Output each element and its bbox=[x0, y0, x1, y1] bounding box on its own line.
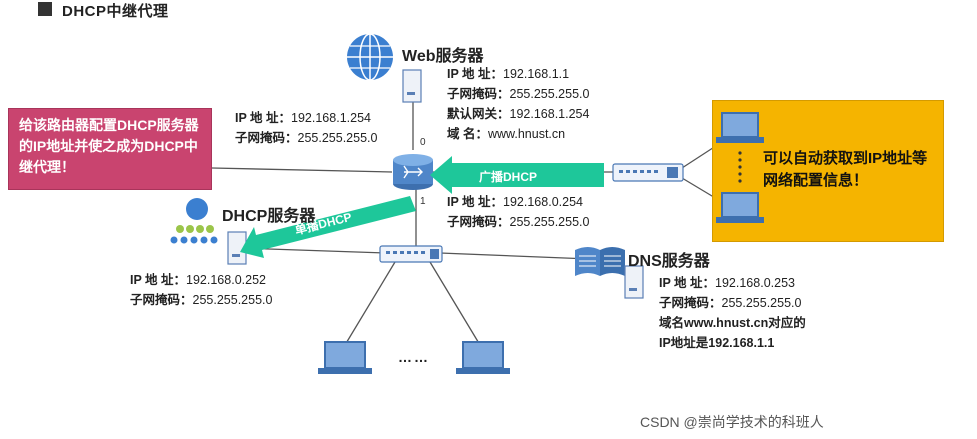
link-switch-host2 bbox=[429, 261, 481, 346]
laptop-icon bbox=[716, 192, 764, 223]
dhcp-server-info: IP 地 址：192.168.0.252 子网掩码：255.255.255.0 bbox=[130, 273, 273, 307]
web-server-info: IP 地 址：192.168.1.1 子网掩码：255.255.255.0 默认… bbox=[447, 67, 590, 141]
globe-icon bbox=[347, 33, 393, 81]
dns-server-name: DNS服务器 bbox=[628, 253, 710, 270]
auto-config-text: 可以自动获取到IP地址等网络配置信息！ bbox=[763, 150, 928, 189]
router-icon bbox=[393, 154, 433, 190]
title-marker bbox=[38, 2, 52, 16]
router-port-1: 1 bbox=[420, 196, 426, 207]
switch-icon bbox=[379, 245, 443, 263]
web-server-icon bbox=[402, 69, 422, 103]
router-port-0: 0 bbox=[420, 137, 426, 148]
page-title: DHCP中继代理 bbox=[62, 3, 169, 20]
dhcp-server-name: DHCP服务器 bbox=[222, 208, 316, 225]
unicast-arrow bbox=[240, 196, 416, 258]
router-port0-info: IP 地 址：192.168.1.254 子网掩码：255.255.255.0 bbox=[235, 111, 378, 145]
broadcast-arrow bbox=[430, 156, 604, 194]
hosts-ellipsis: …… bbox=[398, 349, 430, 365]
web-server-name: Web服务器 bbox=[402, 48, 484, 65]
broadcast-label: 广播DHCP bbox=[479, 170, 538, 184]
dhcp-person-icon bbox=[170, 198, 218, 244]
link-switch-host1 bbox=[344, 261, 396, 346]
router-port1-info: IP 地 址：192.168.0.254 子网掩码：255.255.255.0 bbox=[447, 195, 590, 229]
csdn-watermark: CSDN @崇尚学技术的科班人 bbox=[640, 414, 824, 430]
laptop-icon bbox=[318, 341, 372, 374]
vertical-dots-icon bbox=[738, 151, 742, 183]
dns-server-info: IP 地 址：192.168.0.253 子网掩码：255.255.255.0 … bbox=[659, 276, 806, 350]
laptop-icon bbox=[716, 112, 764, 143]
dns-server-icon bbox=[624, 265, 644, 299]
callout-pointer bbox=[211, 167, 393, 173]
laptop-icon bbox=[456, 341, 510, 374]
dns-book-icon bbox=[575, 247, 625, 276]
relay-agent-callout: 给该路由器配置DHCP服务器的IP地址并使之成为DHCP中继代理！ bbox=[8, 108, 212, 190]
switch-right-icon bbox=[612, 163, 684, 182]
